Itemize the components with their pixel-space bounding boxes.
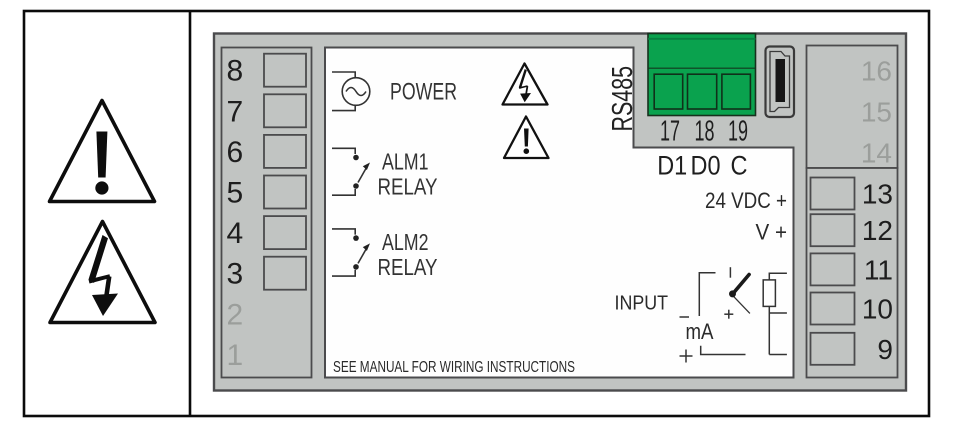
svg-text:RS485: RS485 [607, 66, 639, 132]
svg-text:D0: D0 [691, 150, 721, 180]
svg-text:12: 12 [862, 215, 893, 246]
svg-text:ALM1: ALM1 [382, 148, 429, 174]
svg-text:13: 13 [862, 179, 893, 210]
svg-text:4: 4 [226, 217, 243, 250]
svg-text:11: 11 [864, 254, 893, 285]
svg-text:ALM2: ALM2 [382, 229, 429, 255]
svg-text:C: C [731, 150, 748, 180]
svg-text:6: 6 [226, 136, 243, 169]
svg-text:16: 16 [861, 56, 892, 87]
svg-text:SEE MANUAL FOR WIRING INSTRUCT: SEE MANUAL FOR WIRING INSTRUCTIONS [333, 359, 575, 376]
svg-text:7: 7 [226, 95, 243, 128]
svg-text:18: 18 [695, 116, 715, 148]
svg-text:POWER: POWER [390, 78, 457, 105]
svg-text:D1: D1 [657, 150, 687, 180]
svg-text:17: 17 [660, 116, 680, 148]
svg-text:INPUT: INPUT [615, 292, 669, 315]
svg-text:2: 2 [226, 298, 243, 331]
svg-text:5: 5 [226, 177, 243, 210]
svg-text:RELAY: RELAY [378, 254, 438, 280]
svg-text:RELAY: RELAY [378, 173, 438, 199]
svg-text:1: 1 [226, 339, 243, 372]
svg-text:10: 10 [862, 294, 893, 325]
svg-text:14: 14 [861, 138, 892, 169]
svg-text:9: 9 [877, 334, 893, 365]
svg-text:V +: V + [756, 219, 788, 244]
svg-text:15: 15 [861, 97, 892, 128]
svg-text:19: 19 [728, 116, 748, 148]
svg-text:mA: mA [686, 319, 714, 344]
svg-text:8: 8 [226, 55, 243, 88]
svg-text:24 VDC +: 24 VDC + [705, 188, 787, 213]
svg-text:3: 3 [226, 258, 243, 291]
